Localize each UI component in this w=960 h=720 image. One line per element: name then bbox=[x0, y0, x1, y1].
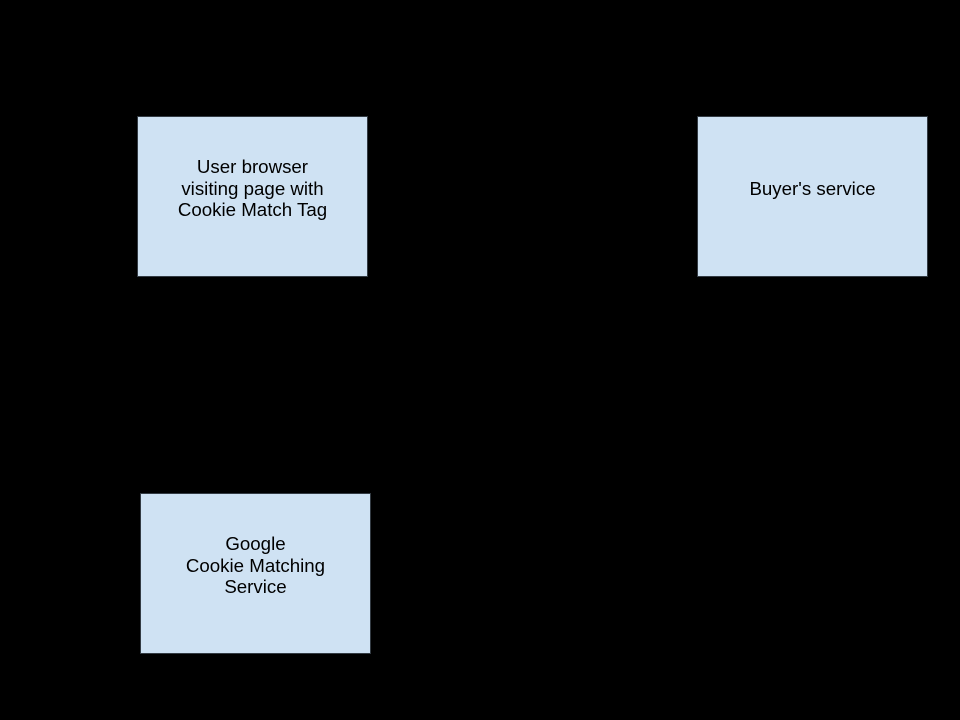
node-user-browser: User browser visiting page with Cookie M… bbox=[137, 116, 368, 277]
node-buyers-service: Buyer's service bbox=[697, 116, 928, 277]
node-google-cookie-matching-service: Google Cookie Matching Service bbox=[140, 493, 371, 654]
node-user-browser-label: User browser visiting page with Cookie M… bbox=[177, 156, 328, 221]
node-google-cookie-matching-service-label: Google Cookie Matching Service bbox=[185, 533, 326, 598]
node-buyers-service-label: Buyer's service bbox=[749, 177, 876, 199]
